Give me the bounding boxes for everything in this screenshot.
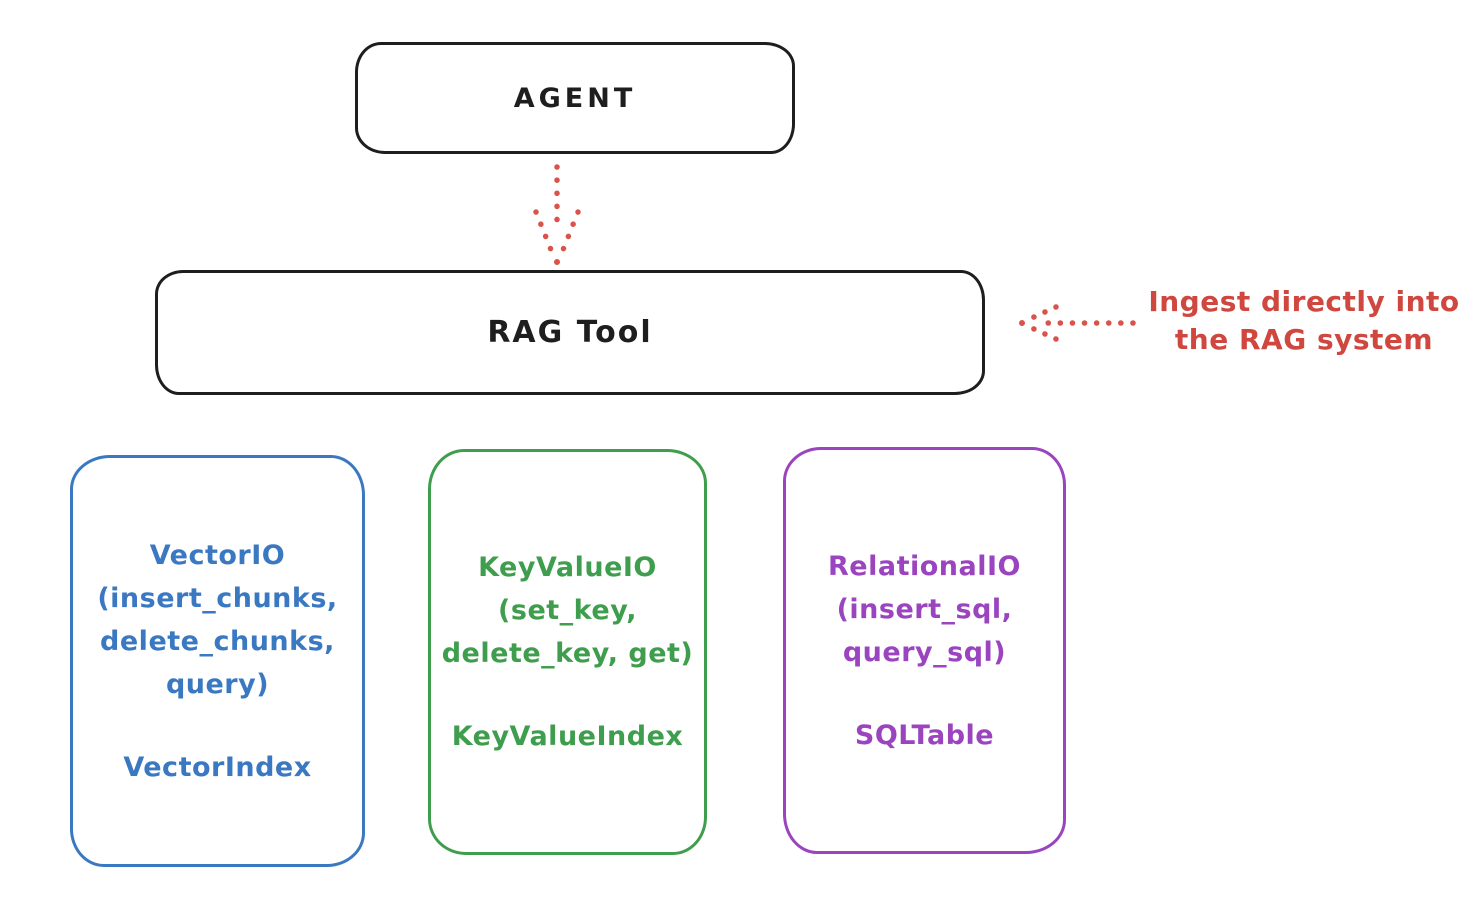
vector-io-methods-line1: (insert_chunks, [97, 582, 338, 614]
agent-to-rag-arrow-icon [533, 164, 581, 265]
vector-io-title: VectorIO [149, 539, 286, 571]
relational-io-node: RelationalIO (insert_sql, query_sql) SQL… [783, 447, 1066, 854]
rag-tool-label: RAG Tool [487, 315, 653, 350]
ingest-arrow-icon [1019, 304, 1136, 342]
rag-tool-node: RAG Tool [155, 270, 985, 395]
vector-io-node: VectorIO (insert_chunks, delete_chunks, … [70, 455, 365, 867]
agent-label: AGENT [513, 82, 637, 114]
vector-io-methods-line3: query) [165, 668, 270, 700]
ingest-annotation: Ingest directly into the RAG system [1128, 283, 1480, 359]
sql-table-label: SQLTable [854, 719, 995, 751]
relational-io-title: RelationalIO [828, 550, 1021, 582]
key-value-io-title: KeyValueIO [478, 552, 657, 583]
agent-node: AGENT [355, 42, 795, 154]
key-value-index-label: KeyValueIndex [451, 721, 684, 752]
key-value-io-node: KeyValueIO (set_key, delete_key, get) Ke… [428, 449, 707, 855]
vector-index-label: VectorIndex [123, 751, 312, 783]
relational-io-methods-line1: (insert_sql, [836, 593, 1013, 625]
key-value-io-methods-line1: (set_key, [498, 595, 637, 626]
key-value-io-methods-line2: delete_key, get) [441, 638, 694, 669]
vector-io-methods-line2: delete_chunks, [100, 625, 335, 657]
ingest-annotation-line1: Ingest directly into [1148, 285, 1460, 318]
ingest-annotation-line2: the RAG system [1174, 323, 1434, 356]
relational-io-methods-line2: query_sql) [842, 636, 1007, 668]
